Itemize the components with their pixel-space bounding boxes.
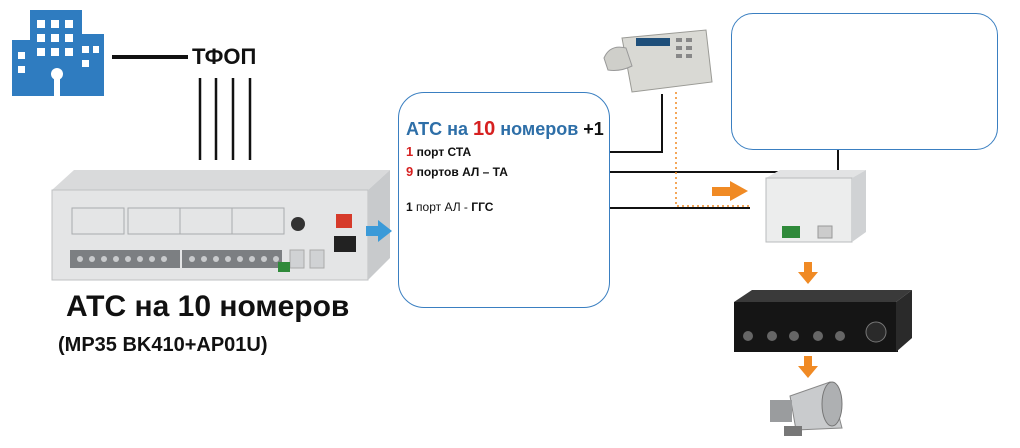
- building-icon: [12, 10, 104, 96]
- orange-arrow-down-icon-2: [798, 356, 818, 378]
- phones-panel: [731, 13, 998, 150]
- panel-title: АТС на 10 номеров +1: [406, 118, 604, 141]
- port-ggs: 1 порт АЛ - ГГС: [406, 200, 493, 214]
- tfop-label: ТФОП: [192, 44, 257, 69]
- atc-title: АТС на 10 номеров: [66, 290, 350, 323]
- amplifier-image: [734, 290, 912, 352]
- panel-title-number: 10: [473, 118, 496, 140]
- port-al-ta: 9 портов АЛ – ТА: [406, 164, 508, 179]
- port-ggs-count: 1: [406, 200, 413, 214]
- port-sta-count: 1: [406, 144, 414, 159]
- port-al-ta-label: портов АЛ – ТА: [416, 165, 508, 179]
- port-al-ta-count: 9: [406, 164, 414, 179]
- port-ggs-extra: ГГС: [471, 200, 494, 214]
- atc-model: (MP35 BK410+AP01U): [58, 334, 268, 356]
- system-phone-image: [603, 29, 713, 93]
- relay-box-image: [765, 170, 866, 243]
- blue-arrow-icon: [366, 220, 392, 242]
- atc-info-panel: [398, 92, 610, 308]
- orange-arrow-down-icon: [798, 262, 818, 284]
- port-ggs-label: порт АЛ -: [416, 200, 468, 214]
- panel-title-plus: +1: [583, 119, 604, 139]
- panel-title-prefix: АТС на: [406, 119, 468, 139]
- panel-title-suffix: номеров: [500, 119, 579, 139]
- orange-arrow-icon: [712, 181, 748, 201]
- tfop-drop-lines: [198, 78, 252, 160]
- port-sta: 1 порт СТА: [406, 144, 471, 159]
- atc-device-image: [51, 170, 390, 281]
- horn-speaker-image: [770, 381, 843, 436]
- port-sta-label: порт СТА: [416, 145, 472, 159]
